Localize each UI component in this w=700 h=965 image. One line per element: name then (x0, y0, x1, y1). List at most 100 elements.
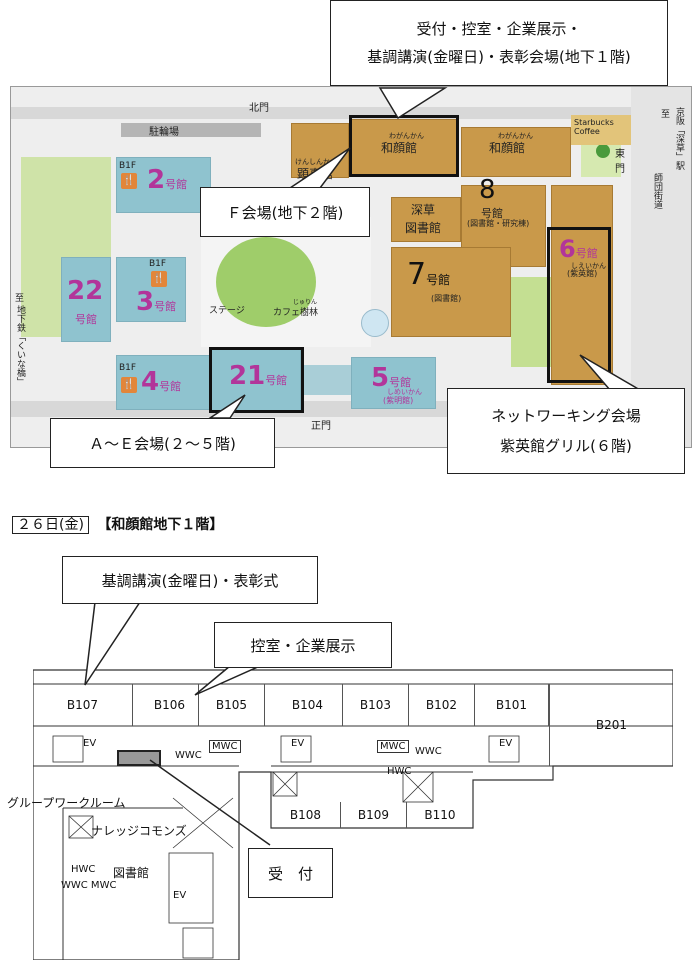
building-starbucks (571, 115, 631, 145)
corridor-21-5 (301, 365, 351, 395)
callout-net: ネットワーキング会場 紫英館グリル(６階) (447, 388, 685, 474)
callout-top-line2: 基調講演(金曜日)・表彰会場(地下１階) (367, 48, 631, 66)
lawn-east (511, 277, 551, 367)
b5-number: 5号館 (371, 363, 412, 393)
b6-number: 6号館 (559, 235, 598, 263)
kenshin-ruby: けんしんかん (295, 158, 337, 166)
building-fukakusa-library (391, 197, 461, 242)
stage-label: ステージ (209, 306, 245, 316)
b6-sub: (紫英館) (567, 269, 598, 278)
left-to-label: 至 (15, 294, 25, 304)
b6-ruby: しえいかん (571, 262, 606, 270)
b3-floor-label: B1F (149, 259, 167, 269)
b8-sub: (図書館・研究棟) (467, 219, 530, 228)
building-3 (116, 257, 186, 322)
reception-marker (117, 750, 161, 766)
building-wagan-1 (349, 119, 457, 175)
building-6 (551, 185, 613, 385)
b2-floor-label: B1F (119, 161, 137, 171)
highlight-6 (547, 227, 611, 383)
wwc-label-1: WWC (175, 750, 202, 761)
kyoto-station-label: 京阪「深草」駅 (674, 107, 684, 170)
east-road (631, 87, 691, 447)
mwc-label-1: MWC (209, 740, 241, 753)
floor-plan: B107 B106 B105 B104 B103 B102 B101 B201 … (7, 668, 673, 960)
floor-date: ２６日(金) (12, 516, 89, 534)
callout-net-line2: 紫英館グリル(６階) (500, 437, 632, 455)
room-b103: B103 (343, 684, 409, 726)
road-label: 師団街道 (652, 173, 662, 209)
b21-number: 21号館 (229, 361, 288, 391)
building-22 (61, 257, 111, 342)
knowledge-commons-label: ナレッジコモンズ (91, 824, 187, 838)
north-road (11, 107, 631, 119)
ev-label-3: EV (499, 738, 513, 749)
hwc-label-1: HWC (387, 766, 412, 777)
cafe-ruby: じゅりん (293, 299, 318, 306)
ev-label-4: EV (173, 890, 187, 901)
tree-icon (596, 144, 610, 158)
library-floor-label: 図書館 (113, 866, 150, 880)
floor-callout-pointers (84, 601, 271, 846)
b5-ruby: しめいかん (387, 388, 422, 396)
b4-number: 4号館 (141, 367, 182, 397)
room-b102: B102 (409, 684, 475, 726)
garden-circle (216, 237, 316, 327)
north-gate-label: 北門 (249, 103, 269, 114)
wwc-label-2: WWC (415, 746, 442, 757)
parking-label: 駐輪場 (149, 127, 179, 138)
callout-pointers (207, 87, 643, 419)
east-gate-label: 東門 (615, 149, 625, 175)
b8-suffix: 号館 (481, 207, 503, 220)
building-7 (391, 247, 511, 337)
wwcmwc-label: WWC MWC (61, 880, 117, 891)
floor-place: 【和顔館地下１階】 (97, 517, 224, 533)
callout-ae: Ａ～Ｅ会場(２～５階) (50, 418, 275, 468)
b7-number: 7号館 (407, 257, 451, 292)
cafe-icon: 🍴 (121, 173, 137, 189)
ev-label-2: EV (291, 738, 305, 749)
south-gate-label: 正門 (311, 421, 331, 432)
wagan2-ruby: わがんかん (498, 132, 533, 140)
parking-area (121, 123, 261, 137)
room-b201: B201 (549, 684, 673, 766)
building-5 (351, 357, 436, 409)
fountain (361, 309, 389, 337)
callout-reception: 受 付 (248, 848, 333, 898)
highlight-21 (209, 347, 304, 413)
room-b104: B104 (273, 684, 343, 726)
b3-number: 3号館 (136, 287, 177, 317)
b7-sub: (図書館) (431, 294, 462, 303)
cafe-icon: 🍴 (121, 377, 137, 393)
cafe-label: カフェ樹林 (273, 308, 319, 318)
highlight-wagan (349, 115, 459, 177)
room-b108: B108 (271, 802, 341, 828)
group-work-label: グループワークルーム (7, 796, 126, 810)
callout-top: 受付・控室・企業展示・ 基調講演(金曜日)・表彰会場(地下１階) (330, 0, 668, 86)
wagan1-ruby: わがんかん (389, 132, 424, 140)
building-2 (116, 157, 211, 213)
room-b101: B101 (475, 684, 549, 726)
mwc-label-2: MWC (377, 740, 409, 753)
room-b109: B109 (341, 802, 407, 828)
cafe-icon: 🍴 (151, 271, 167, 287)
callout-net-line1: ネットワーキング会場 (491, 407, 641, 425)
callout-keynote: 基調講演(金曜日)・表彰式 (62, 556, 318, 604)
wagan1-label: 和顔館 (381, 141, 418, 155)
b5-sub: (紫明館) (383, 396, 414, 405)
hwc-label-2: HWC (71, 864, 96, 875)
floor-title: ２６日(金) 【和顔館地下１階】 (12, 514, 223, 534)
starbucks-label: Starbucks Coffee (574, 118, 614, 136)
fukakusa-label: 深草 (411, 203, 436, 217)
right-to-label: 至 (661, 110, 671, 120)
b4-floor-label: B1F (119, 363, 137, 373)
callout-top-line1: 受付・控室・企業展示・ (416, 20, 582, 38)
floor-outline (33, 669, 673, 960)
library-label: 図書館 (405, 221, 442, 235)
room-b107: B107 (33, 684, 133, 726)
room-b110: B110 (424, 808, 456, 822)
b2-number: 2号館 (147, 165, 188, 195)
subway-label: 地下鉄「くいな橋」 (15, 305, 25, 386)
